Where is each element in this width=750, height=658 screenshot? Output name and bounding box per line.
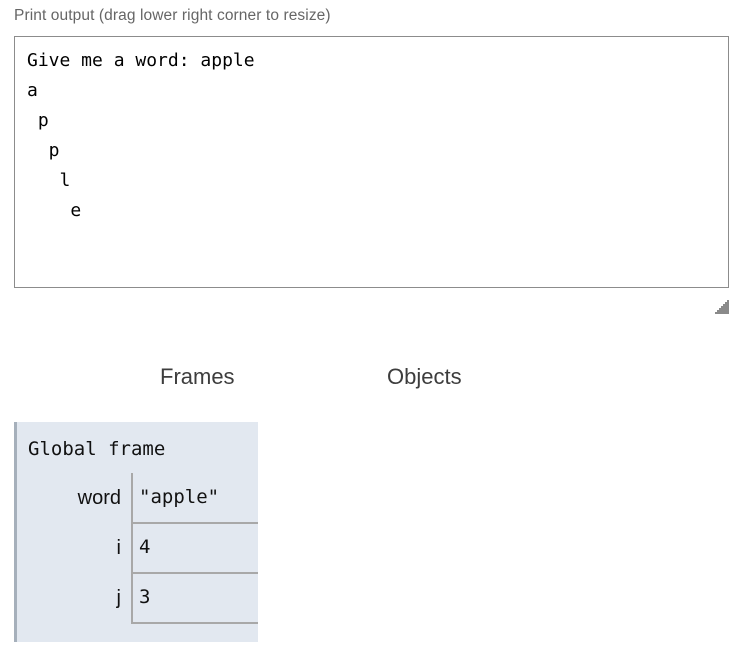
variable-value[interactable]: "apple" <box>131 473 258 524</box>
variable-value[interactable]: 4 <box>131 523 258 574</box>
stack-frame-global: Global frame word "apple" i 4 j 3 <box>14 422 258 642</box>
table-row: j 3 <box>17 573 258 624</box>
print-output-label: Print output (drag lower right corner to… <box>14 7 331 24</box>
frames-area: Global frame word "apple" i 4 j 3 <box>14 422 258 642</box>
frame-variables-table: word "apple" i 4 j 3 <box>17 473 258 624</box>
table-row: i 4 <box>17 523 258 574</box>
frames-column-header: Frames <box>160 364 235 389</box>
variable-value[interactable]: 3 <box>131 573 258 624</box>
variable-name: j <box>116 586 121 609</box>
print-output-text: Give me a word: apple a p p l e <box>27 50 255 221</box>
table-row: word "apple" <box>17 473 258 524</box>
objects-column-header: Objects <box>387 364 462 389</box>
variable-name: word <box>77 486 121 509</box>
resize-grip-icon[interactable] <box>712 299 730 317</box>
variable-name: i <box>116 536 121 559</box>
objects-area <box>380 400 750 658</box>
frame-title: Global frame <box>28 438 166 460</box>
print-output-box[interactable]: Give me a word: apple a p p l e <box>14 36 729 288</box>
